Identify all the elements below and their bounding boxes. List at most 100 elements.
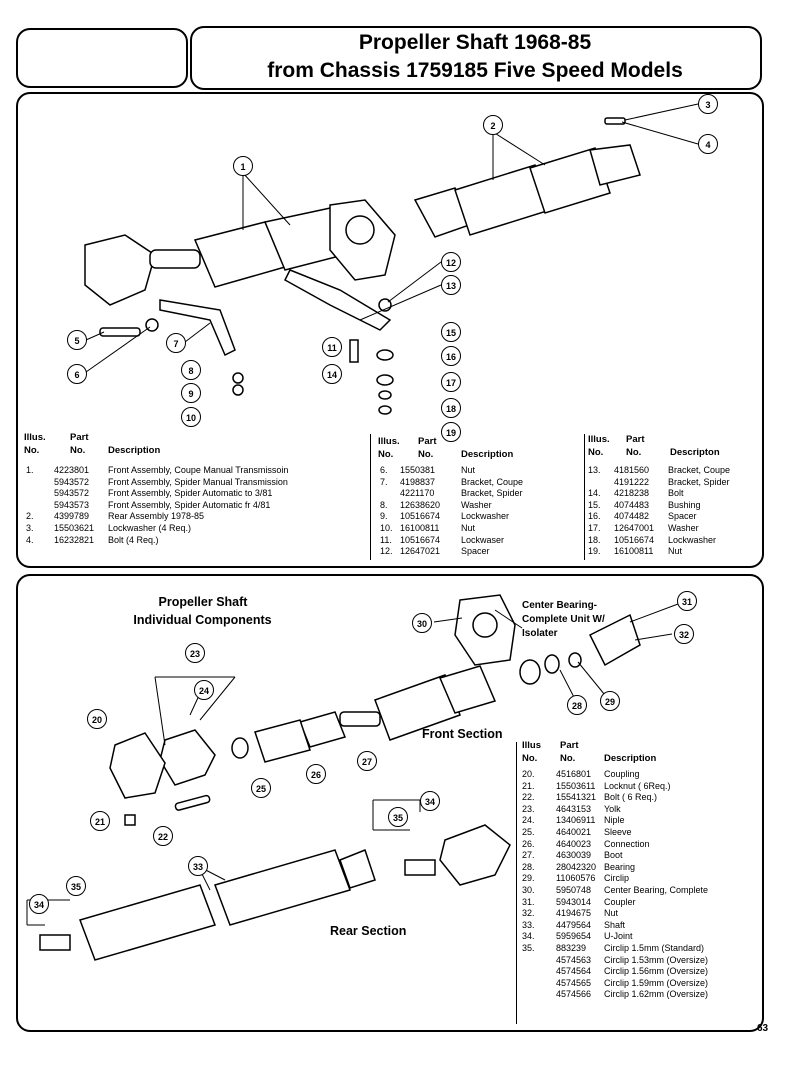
header-left-box [16,28,188,88]
description-cell: Lockwasher [461,511,510,522]
illus-cell: 14. [588,488,601,499]
description-cell: Sleeve [604,826,632,837]
description-header: Descripton [670,447,720,458]
part-number-cell: 4221170 [400,488,435,499]
bottom-diagram-panel [16,574,764,1032]
table-row: 4574566 Circlip 1.62mm (Oversize) [522,988,758,1000]
table-row: 4. 16232821 Bolt (4 Req.) [24,534,364,546]
illus-cell: 9. [380,511,388,522]
part-number-cell: 4574564 [556,966,592,977]
callout-4: 4 [698,134,718,154]
part-number-cell: 12638620 [400,499,441,510]
description-cell: Bracket, Coupe [668,465,731,475]
coupling-drawing [109,732,166,799]
part-number-cell: 4074482 [614,511,650,522]
part-number-cell: 1550381 [400,465,436,475]
description-cell: Bracket, Spider [668,476,730,487]
callout-3: 3 [698,94,718,114]
center-bearing-label-line1: Center Bearing- [522,600,598,611]
illus-cell: 32. [522,908,535,919]
description-cell: Connection [604,838,650,849]
callout-24: 24 [194,680,214,700]
part-number-cell: 12647001 [614,522,655,533]
illus-cell: 4. [26,534,34,545]
illus-cell: 7. [380,476,388,487]
description-cell: Rear Assembly 1978-85 [108,511,205,522]
description-cell: Coupling [604,769,640,779]
part-no-header: No. [626,447,642,458]
illus-cell: 26. [522,838,535,849]
part-number-cell: 15503621 [54,522,95,533]
callout-19: 19 [441,422,461,442]
callout-5: 5 [67,330,87,350]
description-cell: Nut [668,546,683,557]
description-cell: Circlip 1.56mm (Oversize) [604,966,709,977]
part-number-cell: 16232821 [54,534,95,545]
illus-cell: 19. [588,546,601,557]
description-cell: Bolt [668,488,684,499]
header-title-box [190,26,762,90]
center-bearing-label-line2: Complete Unit W/ [522,614,605,625]
illus-header: Illus. [588,434,610,445]
table-divider [370,434,371,560]
illus-cell: 30. [522,884,535,895]
illus-cell: 28. [522,861,535,872]
illus-no-header: No. [522,753,538,764]
description-cell: Nut [461,522,476,533]
description-cell: Circlip [604,873,630,884]
part-number-cell: 12647021 [400,546,441,557]
description-cell: Bearing [604,861,636,872]
part-number-cell: 4223801 [54,465,90,475]
callout-15: 15 [441,322,461,342]
description-cell: Circlip 1.62mm (Oversize) [604,989,709,1000]
description-cell: Bolt (4 Req.) [108,534,159,545]
illus-no-header: No. [588,447,604,458]
description-cell: Bracket, Coupe [461,476,524,487]
front-section-shaft-drawing [374,674,461,741]
part-number-cell: 4074483 [614,499,650,510]
callout-8: 8 [181,360,201,380]
description-cell: U-Joint [604,931,633,942]
part-no-header: No. [418,449,434,460]
description-cell: Coupler [604,896,636,907]
callout-18: 18 [441,398,461,418]
description-cell: Shaft [604,919,626,930]
part-number-cell: 10516674 [400,534,441,545]
description-cell: Yolk [604,803,621,814]
callout-11: 11 [322,337,342,357]
description-cell: Bushing [668,499,701,510]
part-header: Part [418,436,437,447]
table-divider [516,742,517,1024]
part-no-header: No. [560,753,576,764]
callout-34: 34 [420,791,440,811]
description-cell: Circlip 1.53mm (Oversize) [604,954,709,965]
description-header: Description [108,445,161,456]
part-number-cell: 4574566 [556,989,592,1000]
illus-no-header: No. [24,445,40,456]
connection-drawing [254,719,311,763]
illus-cell: 34. [522,931,535,942]
description-cell: Circlip 1.5mm (Standard) [604,942,705,953]
components-parts-table: Illus No. Part No. Description 20.451680… [522,740,758,1000]
part-number-cell: 4643153 [556,803,592,814]
illus-header: Illus. [24,432,46,443]
description-cell: Front Assembly, Spider Manual Transmissi… [108,476,288,487]
part-number-cell: 5943572 [54,476,90,487]
components-heading-line2: Individual Components [133,613,272,627]
